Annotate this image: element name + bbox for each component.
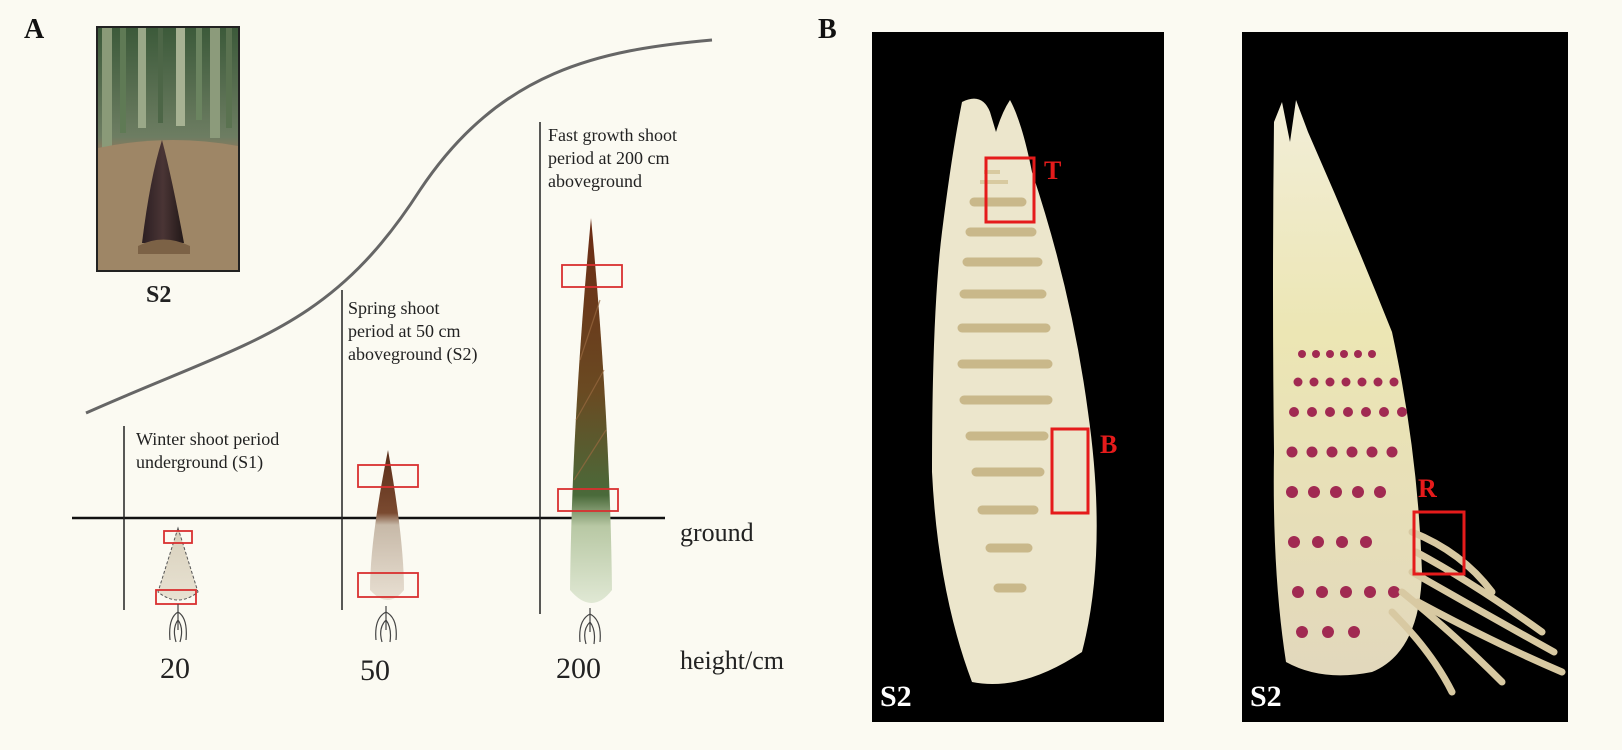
stage-s3-text: Fast growth shoot period at 200 cm above… xyxy=(548,124,677,193)
height-axis-label: height/cm xyxy=(680,646,784,676)
roots xyxy=(1392,532,1562,692)
roots-s1 xyxy=(170,604,187,642)
height-value-s3: 200 xyxy=(556,652,601,686)
shoot-s2 xyxy=(370,450,404,600)
photo-exterior: R S2 xyxy=(1242,32,1568,722)
roots-s2 xyxy=(376,606,397,642)
photo-section: T B S2 xyxy=(872,32,1164,722)
region-label-t: T xyxy=(1044,156,1061,186)
roots-s3 xyxy=(580,608,601,644)
ground-label: ground xyxy=(680,518,754,548)
height-value-s2: 50 xyxy=(360,654,390,688)
height-value-s1: 20 xyxy=(160,652,190,686)
shoot-s3 xyxy=(570,218,612,603)
region-label-r: R xyxy=(1418,474,1437,504)
photo-exterior-label: S2 xyxy=(1250,680,1282,714)
photo-exterior-drawing xyxy=(1242,32,1568,722)
stage-s2-text: Spring shoot period at 50 cm aboveground… xyxy=(348,297,477,366)
stage-s1-text: Winter shoot period underground (S1) xyxy=(136,428,279,474)
region-label-b: B xyxy=(1100,430,1117,460)
photo-section-label: S2 xyxy=(880,680,912,714)
photo-section-drawing xyxy=(872,32,1164,722)
growth-diagram xyxy=(0,0,820,750)
panel-b-letter: B xyxy=(818,14,837,46)
